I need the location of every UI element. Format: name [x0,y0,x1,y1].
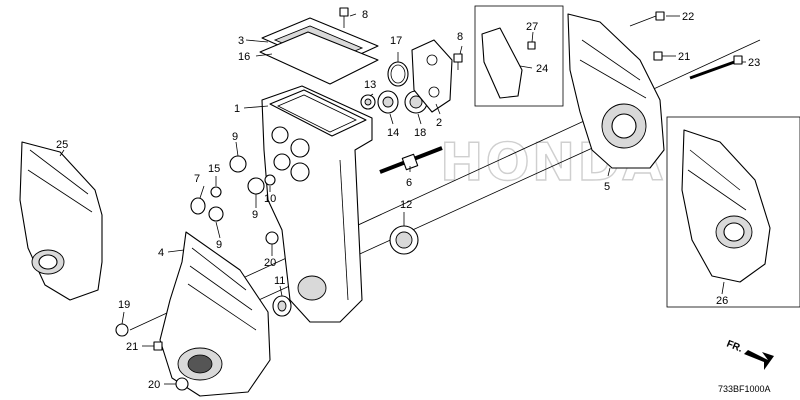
part-22-bolt[interactable] [629,11,665,27]
callout-5: 5 [604,181,610,193]
callout-18: 18 [414,127,426,139]
callout-11: 11 [274,275,285,287]
part-6-shaft[interactable] [379,146,443,174]
part-4-lower-cover[interactable] [159,231,271,397]
callout-16: 16 [238,51,250,63]
part-5-large-cover[interactable] [567,13,665,169]
part-7-plug[interactable] [190,197,206,215]
callout-24: 24 [536,63,548,75]
part-23-stud-bolt[interactable] [689,55,743,80]
callout-21-lower: 21 [126,341,138,353]
part-2-gasket-plate[interactable] [411,39,453,113]
callout-27: 27 [526,21,538,33]
callout-9-a: 9 [232,131,238,143]
part-20-nut-a[interactable] [265,231,279,245]
part-21-bolt-upper[interactable] [653,51,663,61]
callout-8-right: 8 [457,31,463,43]
part-25-cover[interactable] [19,141,103,301]
part-20-nut-b[interactable] [175,377,189,391]
callout-13: 13 [364,79,376,91]
callout-10: 10 [264,193,276,205]
callout-labels: 3 16 1 8 8 17 13 14 18 2 6 12 5 4 9 7 15… [56,9,760,391]
diagram-code: 733BF1000A [718,384,771,394]
callout-23: 23 [748,57,760,69]
callout-1: 1 [234,103,240,115]
part-21-bolt-lower[interactable] [153,341,163,351]
callout-12: 12 [400,199,412,211]
leader-lines [59,13,746,385]
callout-17: 17 [390,35,402,47]
part-8-bolt-top[interactable] [339,7,349,28]
part-9-cap-a[interactable] [229,155,247,173]
inset-frame-26 [666,116,800,308]
callout-21-upper: 21 [678,51,690,63]
callout-14: 14 [387,127,399,139]
part-1-main-case[interactable] [261,85,373,323]
front-direction-label: FR. [725,339,744,355]
part-19-nut[interactable] [115,323,129,337]
callout-9-c: 9 [216,239,222,251]
part-14-bearing[interactable] [377,90,399,114]
callout-22: 22 [682,11,694,23]
callout-9-b: 9 [252,209,258,221]
callout-26: 26 [716,295,728,307]
part-13-seal[interactable] [360,94,376,110]
part-10-seal[interactable] [264,174,276,186]
part-9-cap-c[interactable] [208,206,224,222]
callout-4: 4 [158,247,164,259]
part-8-bolt-right[interactable] [453,53,463,70]
part-24-inspection-cover[interactable] [481,27,523,99]
part-27-screw[interactable] [527,41,536,50]
part-17-o-ring[interactable] [387,61,409,87]
callout-19: 19 [118,299,130,311]
callout-8-top: 8 [362,9,368,21]
inset-frame-24-27 [474,5,564,107]
callout-15: 15 [208,163,220,175]
callout-7: 7 [194,173,200,185]
callout-6: 6 [406,177,412,189]
callout-3: 3 [238,35,244,47]
part-9-cap-b[interactable] [247,177,265,195]
part-26-cover[interactable] [681,129,771,283]
front-arrow-icon [744,350,774,370]
part-15-ring[interactable] [210,186,222,198]
callout-20-b: 20 [148,379,160,391]
part-3-lid[interactable] [259,17,379,85]
front-direction-indicator: FR. [725,339,774,370]
part-12-collar[interactable] [389,225,419,255]
callout-20-a: 20 [264,257,276,269]
callout-25: 25 [56,139,68,151]
callout-2: 2 [436,117,442,129]
part-11-seal[interactable] [272,295,292,317]
